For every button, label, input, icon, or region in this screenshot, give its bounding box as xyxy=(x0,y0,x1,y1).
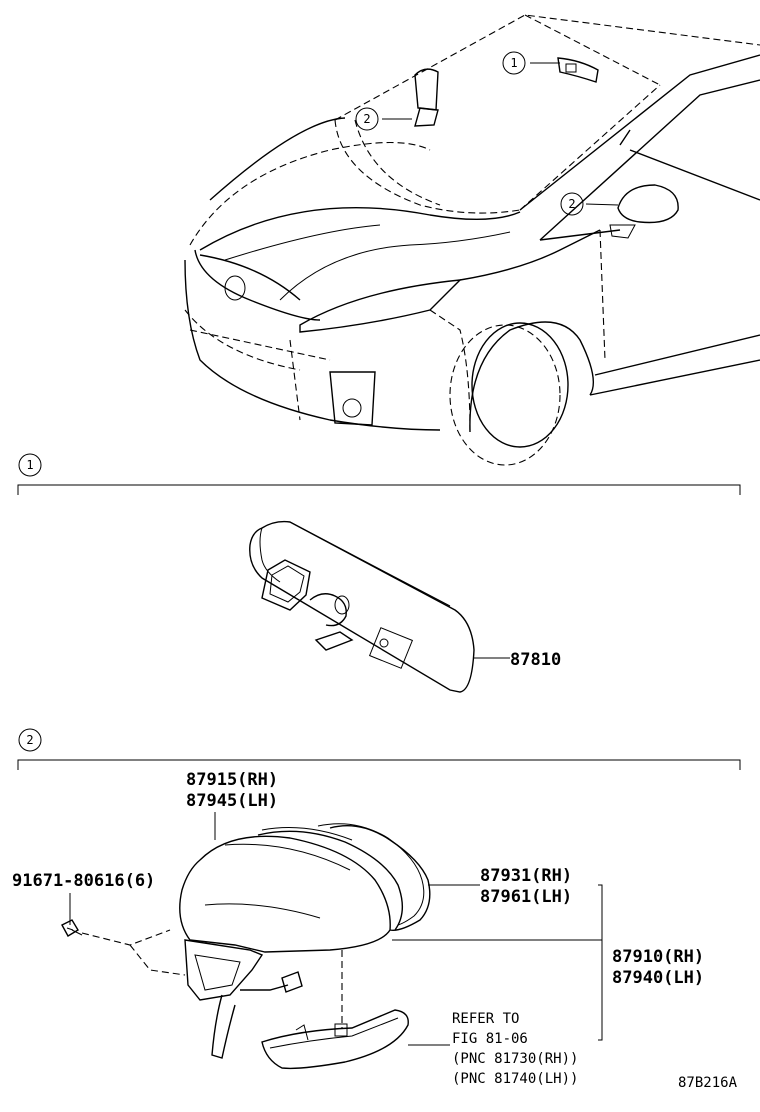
car-illustration: 1 2 2 xyxy=(184,14,760,466)
callout-2-side: 2 xyxy=(568,197,575,211)
part-87910-label: 87910(RH) xyxy=(612,947,704,967)
part-91671-label: 91671-80616(6) xyxy=(12,871,155,891)
callout-1: 1 xyxy=(510,56,517,70)
section-1-marker: 1 xyxy=(26,458,33,472)
refer-line-1: REFER TO xyxy=(452,1011,519,1027)
callout-2-upper: 2 xyxy=(363,112,370,126)
part-87940-label: 87940(LH) xyxy=(612,968,704,988)
part-87945-label: 87945(LH) xyxy=(186,791,278,811)
section-1: 1 87810 xyxy=(17,453,741,693)
outer-mirror-illustration xyxy=(179,823,431,1070)
part-87961-label: 87961(LH) xyxy=(480,887,572,907)
part-87931-label: 87931(RH) xyxy=(480,866,572,886)
figure-code: 87B216A xyxy=(678,1075,738,1091)
refer-line-3: (PNC 81730(RH)) xyxy=(452,1051,578,1067)
part-87915-label: 87915(RH) xyxy=(186,770,278,790)
inner-mirror-illustration xyxy=(249,520,475,693)
section-2: 2 87915(RH) 87945(LH) 91671-80616(6) xyxy=(12,728,741,1087)
section-2-marker: 2 xyxy=(26,733,33,747)
part-87810-label: 87810 xyxy=(510,650,561,670)
refer-line-2: FIG 81-06 xyxy=(452,1031,528,1047)
refer-line-4: (PNC 81740(LH)) xyxy=(452,1071,578,1087)
screw-illustration xyxy=(61,919,83,937)
